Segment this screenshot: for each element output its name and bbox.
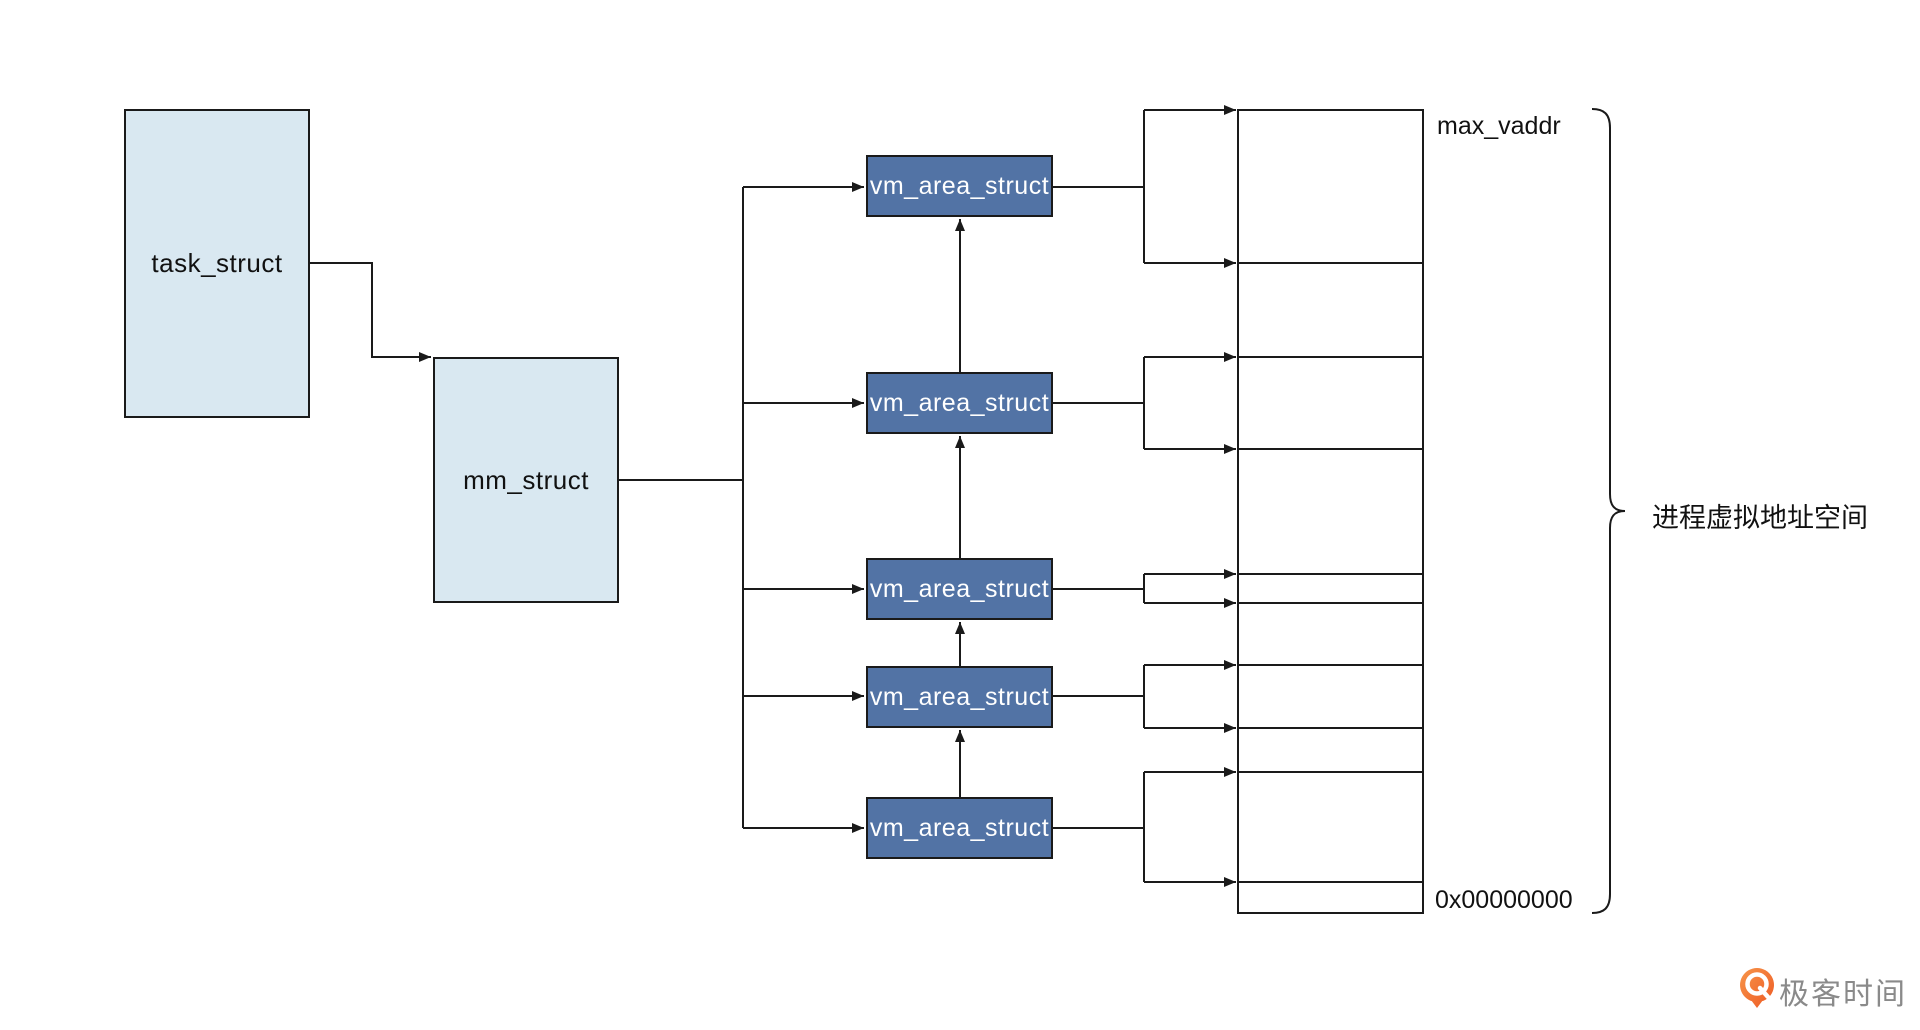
vma2-range-bracket	[1143, 352, 1236, 454]
vm-area-struct-node-2: vm_area_struct	[866, 372, 1053, 434]
base-address-label: 0x00000000	[1435, 886, 1573, 914]
geektime-logo-icon	[1740, 968, 1775, 1008]
vma1-range-bracket	[1143, 105, 1236, 268]
geektime-logo-text: 极客时间	[1779, 978, 1907, 1011]
vm-area-struct-label: vm_area_struct	[869, 813, 1050, 842]
vm-area-struct-label: vm_area_struct	[869, 682, 1050, 711]
vm-area-struct-node-1: vm_area_struct	[866, 155, 1053, 217]
mm-struct-node: mm_struct	[433, 357, 619, 603]
address-space-brace	[1591, 108, 1626, 914]
address-space-brace-label: 进程虚拟地址空间	[1652, 503, 1868, 533]
max-vaddr-label: max_vaddr	[1437, 112, 1561, 140]
vma3-range-bracket	[1143, 569, 1236, 608]
task-to-mm-arrow	[310, 262, 431, 362]
vm-area-struct-label: vm_area_struct	[869, 171, 1050, 200]
memory-map-rect	[1237, 109, 1424, 914]
vma5-range-bracket	[1143, 767, 1236, 887]
vm-area-struct-node-5: vm_area_struct	[866, 797, 1053, 859]
vma4-range-bracket	[1143, 660, 1236, 733]
task-struct-node: task_struct	[124, 109, 310, 418]
mm-to-vma-trunk	[619, 187, 744, 828]
vm-area-struct-label: vm_area_struct	[869, 388, 1050, 417]
vm-area-struct-label: vm_area_struct	[869, 574, 1050, 603]
vm-area-struct-node-4: vm_area_struct	[866, 666, 1053, 728]
task-struct-label: task_struct	[151, 248, 283, 278]
vm-area-struct-node-3: vm_area_struct	[866, 558, 1053, 620]
mm-struct-label: mm_struct	[463, 464, 589, 495]
